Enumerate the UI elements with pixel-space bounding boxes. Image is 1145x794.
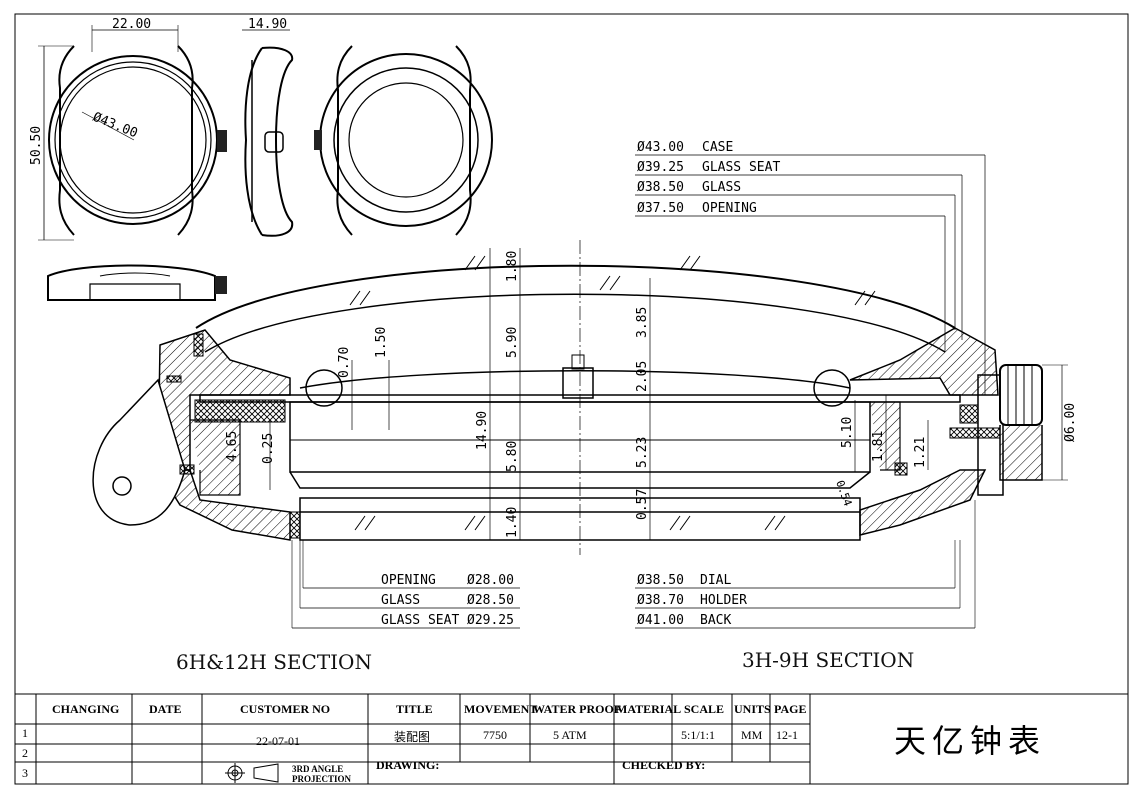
holder-dia: Ø38.70 — [637, 593, 684, 608]
row-number-3: 3 — [22, 766, 28, 780]
top-view — [47, 264, 227, 301]
dial-dia: Ø38.50 — [637, 573, 684, 588]
dim-5-23: 5.23 — [635, 437, 650, 468]
back-opening-dia: Ø28.00 — [467, 573, 514, 588]
callout-opening-label: OPENING — [702, 201, 757, 216]
title-value: 装配图 — [394, 730, 431, 744]
header-water-proof: WATER PROOF — [533, 702, 622, 716]
section-title-left: 6H&12H SECTION — [176, 650, 372, 674]
drawing-label: DRAWING: — [376, 758, 440, 772]
back-glass-dia: Ø28.50 — [467, 593, 514, 608]
dim-1-21: 1.21 — [913, 437, 928, 468]
dim-0-25: 0.25 — [261, 433, 276, 464]
dim-2-05: 2.05 — [635, 361, 650, 392]
checked-by-label: CHECKED BY: — [622, 758, 706, 772]
header-units: UNITS — [734, 702, 771, 716]
side-view: 14.90 — [242, 17, 294, 237]
front-diameter-dim: Ø43.00 — [91, 110, 140, 142]
back-view — [314, 45, 493, 236]
dim-crown-dia: Ø6.00 — [1063, 403, 1078, 442]
back-glass-label: GLASS — [381, 593, 420, 608]
front-width-dim: 22.00 — [112, 17, 151, 32]
crown — [949, 364, 1043, 496]
dim-5-10: 5.10 — [840, 417, 855, 448]
dim-1-40: 1.40 — [505, 507, 520, 538]
back-dia: Ø41.00 — [637, 613, 684, 628]
front-view: 22.00 50.50 Ø43.00 — [29, 17, 227, 241]
dim-3-85: 3.85 — [635, 307, 650, 338]
header-scale: SCALE — [684, 702, 725, 716]
row-number-2: 2 — [22, 746, 28, 760]
dim-4-65: 4.65 — [225, 431, 240, 462]
dim-0-54: 0.54 — [833, 479, 854, 509]
callout-case-dia: Ø43.00 — [637, 140, 684, 155]
holder-label: HOLDER — [700, 593, 747, 608]
header-changing: CHANGING — [52, 702, 120, 716]
title-block-grid — [14, 693, 1129, 785]
header-customer-no: CUSTOMER NO — [240, 702, 331, 716]
dial-label: DIAL — [700, 573, 731, 588]
water-proof-value: 5 ATM — [553, 728, 587, 742]
back-opening-label: OPENING — [381, 573, 436, 588]
header-movement: MOVEMENT — [464, 702, 538, 716]
section-title-right: 3H-9H SECTION — [742, 648, 915, 672]
front-height-dim: 50.50 — [29, 126, 44, 165]
header-page: PAGE — [774, 702, 807, 716]
callout-glass-seat-label: GLASS SEAT — [702, 160, 780, 175]
company-name: 天亿钟表 — [893, 722, 1046, 760]
movement-value: 7750 — [483, 728, 507, 742]
header-material: MATERIAL — [616, 702, 682, 716]
dim-0-57: 0.57 — [635, 489, 650, 520]
header-date: DATE — [149, 702, 182, 716]
side-thickness-dim: 14.90 — [248, 17, 287, 32]
scale-value: 5:1/1:1 — [681, 728, 716, 742]
units-value: MM — [741, 728, 763, 742]
row-number-1: 1 — [22, 726, 28, 740]
callout-opening-dia: Ø37.50 — [637, 201, 684, 216]
back-label: BACK — [700, 613, 731, 628]
back-glass-seat-label: GLASS SEAT — [381, 613, 459, 628]
page-value: 12-1 — [776, 728, 798, 742]
main-section — [92, 154, 1068, 629]
dim-14-90: 14.90 — [475, 411, 490, 450]
projection-symbol-icon — [225, 763, 279, 783]
dim-5-90: 5.90 — [505, 327, 520, 358]
dim-1-81: 1.81 — [871, 431, 886, 462]
callout-case-label: CASE — [702, 140, 733, 155]
dim-1-80: 1.80 — [505, 251, 520, 282]
callout-glass-dia: Ø38.50 — [637, 180, 684, 195]
customer-no-value: 22-07-01 — [256, 734, 300, 748]
callout-glass-seat-dia: Ø39.25 — [637, 160, 684, 175]
header-title: TITLE — [396, 702, 433, 716]
dim-0-70: 0.70 — [337, 347, 352, 378]
back-glass-seat-dia: Ø29.25 — [467, 613, 514, 628]
dim-1-50: 1.50 — [374, 327, 389, 358]
projection-label: 3RD ANGLE PROJECTION — [292, 764, 352, 784]
dim-5-80: 5.80 — [505, 441, 520, 472]
callout-glass-label: GLASS — [702, 180, 741, 195]
